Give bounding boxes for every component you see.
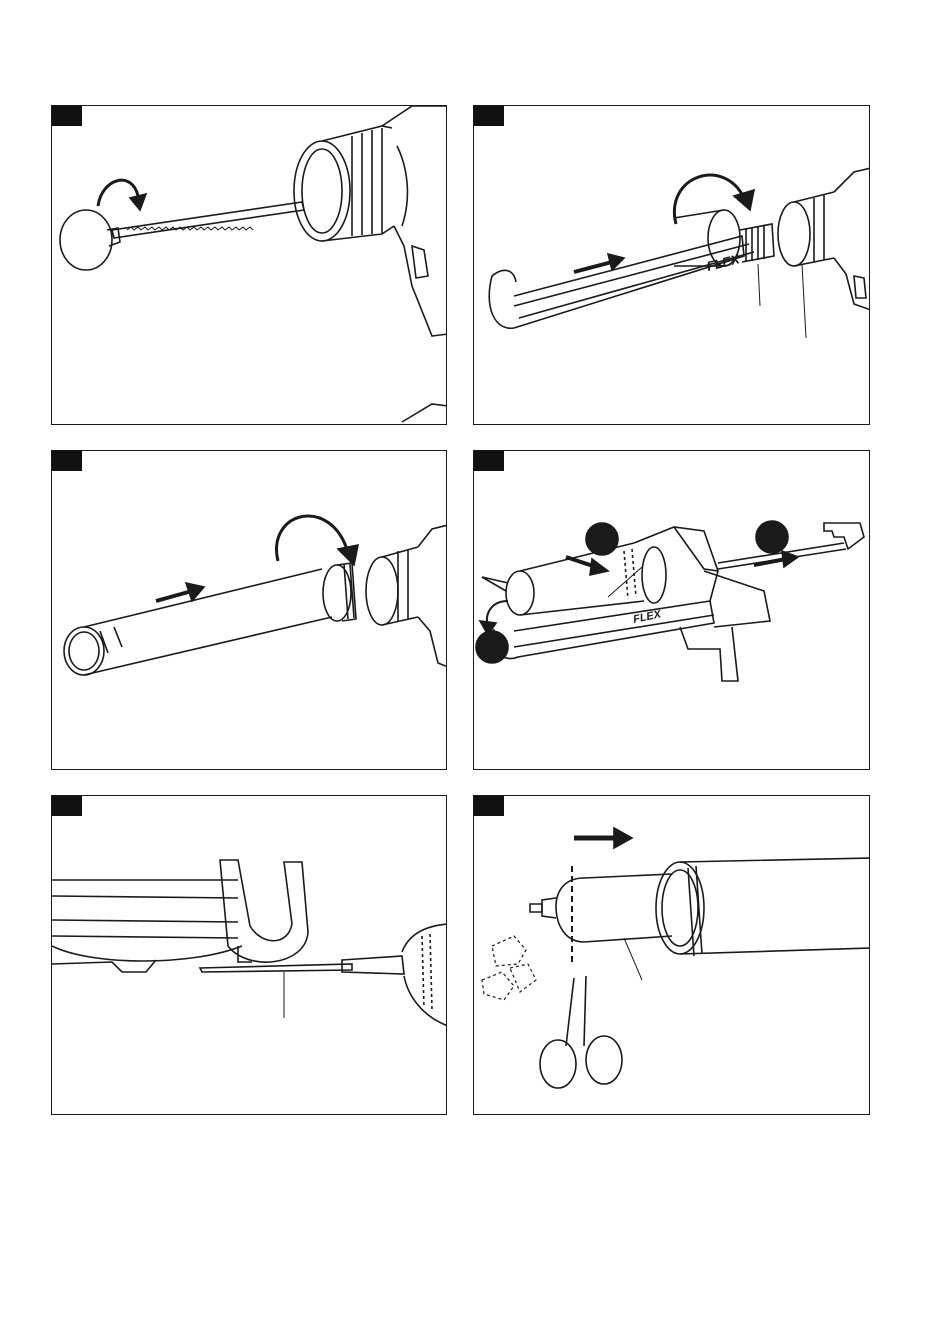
figure-panel-2: FLEX: [473, 105, 870, 425]
figure-panel-3: [51, 450, 447, 770]
figure-panel-6: [473, 795, 870, 1115]
figure-panel-5: [51, 795, 447, 1115]
illustration-bag-cutting: [474, 796, 870, 1115]
figure-panel-4: FLEX: [473, 450, 870, 770]
step-callout-a: [586, 523, 618, 555]
figure-panel-1: [51, 105, 447, 425]
illustration-nozzle-detail: [52, 796, 447, 1115]
illustration-rod-removal: [52, 106, 447, 425]
illustration-cartridge-insert: FLEX: [474, 451, 870, 770]
step-callout-b: [756, 521, 788, 553]
illustration-holder-attach: FLEX: [474, 106, 870, 425]
illustration-tube-attach: [52, 451, 447, 770]
step-callout-c: [476, 631, 508, 663]
